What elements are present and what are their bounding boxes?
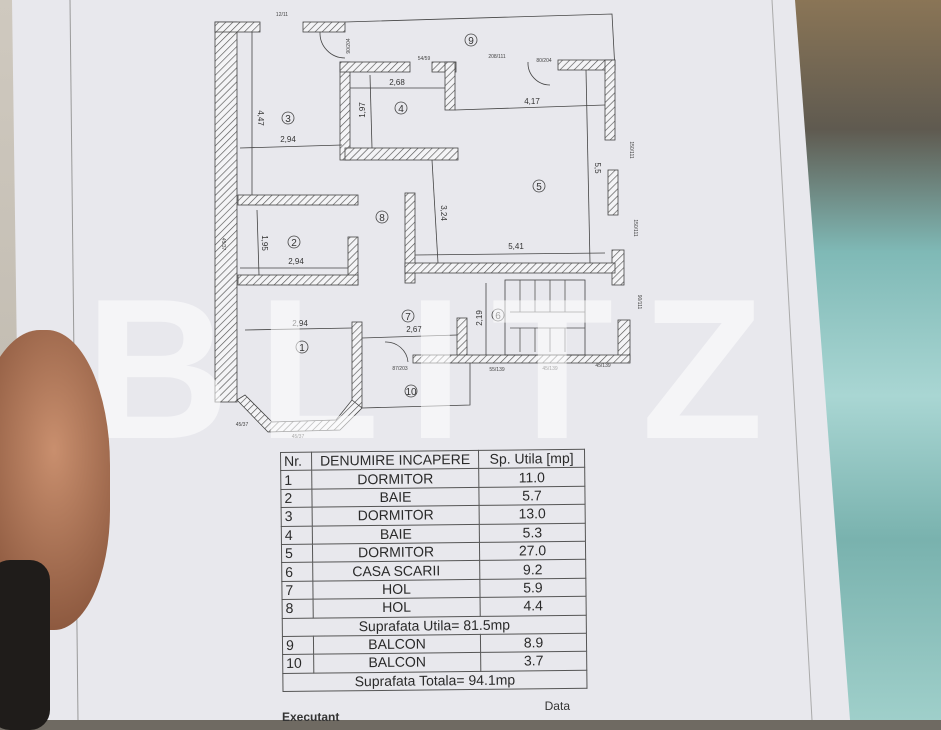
- floor-plan: [214, 13, 631, 433]
- opening-label: 150/111: [632, 219, 638, 237]
- opening-label: 54/59: [418, 56, 431, 62]
- opening-label: 45/37: [220, 238, 226, 251]
- row-area: 5.7: [478, 486, 586, 506]
- room-7-label: 7: [405, 312, 411, 323]
- row-name: DORMITOR: [312, 505, 480, 526]
- opening-label: 90/204: [346, 38, 352, 54]
- dim-label: 4,47: [256, 110, 265, 126]
- row-area: 5.9: [479, 578, 587, 598]
- row-area: 5.3: [479, 522, 586, 543]
- opening-label: 208/111: [488, 54, 506, 60]
- dim-label: 5,5: [593, 162, 602, 174]
- dim-label: 2,67: [406, 325, 422, 334]
- row-name: DORMITOR: [312, 542, 480, 563]
- opening-label: 90/111: [636, 295, 642, 310]
- dim-label: 2,94: [288, 257, 304, 266]
- row-name: HOL: [313, 597, 481, 618]
- row-nr: 7: [281, 580, 314, 600]
- row-nr: 2: [280, 488, 313, 508]
- opening-label: 80/204: [536, 58, 552, 64]
- executant-label: Executant: [282, 710, 340, 724]
- total-text: Suprafata Totala= 94.1mp: [282, 669, 587, 692]
- dimension-labels: 4,47 2,94 2,68 1,97 4,17 5,5 3,24 5,41 1…: [256, 78, 602, 334]
- row-nr: 4: [281, 525, 313, 545]
- opening-label: 87/203: [392, 366, 408, 372]
- row-nr: 5: [281, 544, 313, 563]
- row-name: CASA SCARII: [312, 560, 480, 581]
- row-area: 8.9: [480, 633, 587, 653]
- dim-label: 1,97: [358, 102, 367, 118]
- row-area: 9.2: [479, 559, 586, 580]
- opening-label: 45/139: [595, 363, 611, 369]
- row-name: BAIE: [312, 523, 480, 545]
- opening-label: 45/139: [542, 366, 558, 372]
- opening-label: 45/37: [236, 422, 249, 428]
- row-name: BALCON: [313, 652, 481, 673]
- table-footer: Data Executant: [282, 699, 592, 724]
- row-area: 3.7: [480, 651, 587, 672]
- room-10-label: 10: [405, 387, 417, 398]
- room-number-labels: 1 2 3 4 5 6 7 8 9 10: [281, 33, 546, 398]
- row-name: BAIE: [311, 487, 480, 508]
- opening-label: 55/139: [489, 367, 505, 373]
- watermark-logo: BLITZ: [85, 258, 792, 481]
- row-nr: 8: [282, 599, 314, 619]
- dim-label: 2,68: [389, 78, 405, 87]
- dim-label: 3,24: [439, 205, 448, 221]
- row-area: 13.0: [479, 504, 586, 524]
- opening-label: 45/37: [292, 434, 305, 440]
- room-1-label: 1: [299, 343, 305, 354]
- row-area: 27.0: [479, 541, 586, 561]
- total-row: Suprafata Totala= 94.1mp: [282, 669, 587, 692]
- row-name: HOL: [312, 579, 481, 600]
- row-nr: 3: [281, 507, 313, 527]
- dim-label: 2,94: [280, 135, 296, 144]
- sleeve: [0, 560, 50, 730]
- room-3-label: 3: [285, 114, 291, 125]
- row-nr: 6: [281, 562, 313, 582]
- room-9-label: 9: [468, 36, 474, 47]
- room-5-label: 5: [536, 182, 542, 193]
- opening-labels: 12/11 90/204 54/59 208/111 80/204 150/11…: [220, 12, 642, 440]
- row-nr: 10: [282, 654, 314, 674]
- row-nr: 9: [282, 636, 314, 655]
- room-4-label: 4: [398, 104, 404, 115]
- date-label: Data: [544, 699, 570, 713]
- opening-label: 150/111: [628, 141, 634, 159]
- row-area: 4.4: [480, 596, 587, 616]
- dim-label: 5,41: [508, 242, 524, 251]
- dim-label: 2,94: [292, 319, 308, 328]
- row-name: BALCON: [313, 634, 481, 655]
- opening-label: 12/11: [276, 12, 288, 18]
- room-8-label: 8: [379, 213, 385, 224]
- room-2-label: 2: [291, 238, 297, 249]
- room-6-label: 6: [495, 311, 501, 322]
- dim-label: 4,17: [524, 97, 540, 106]
- dim-label: 1,95: [260, 235, 269, 251]
- dim-label: 2,19: [475, 310, 484, 326]
